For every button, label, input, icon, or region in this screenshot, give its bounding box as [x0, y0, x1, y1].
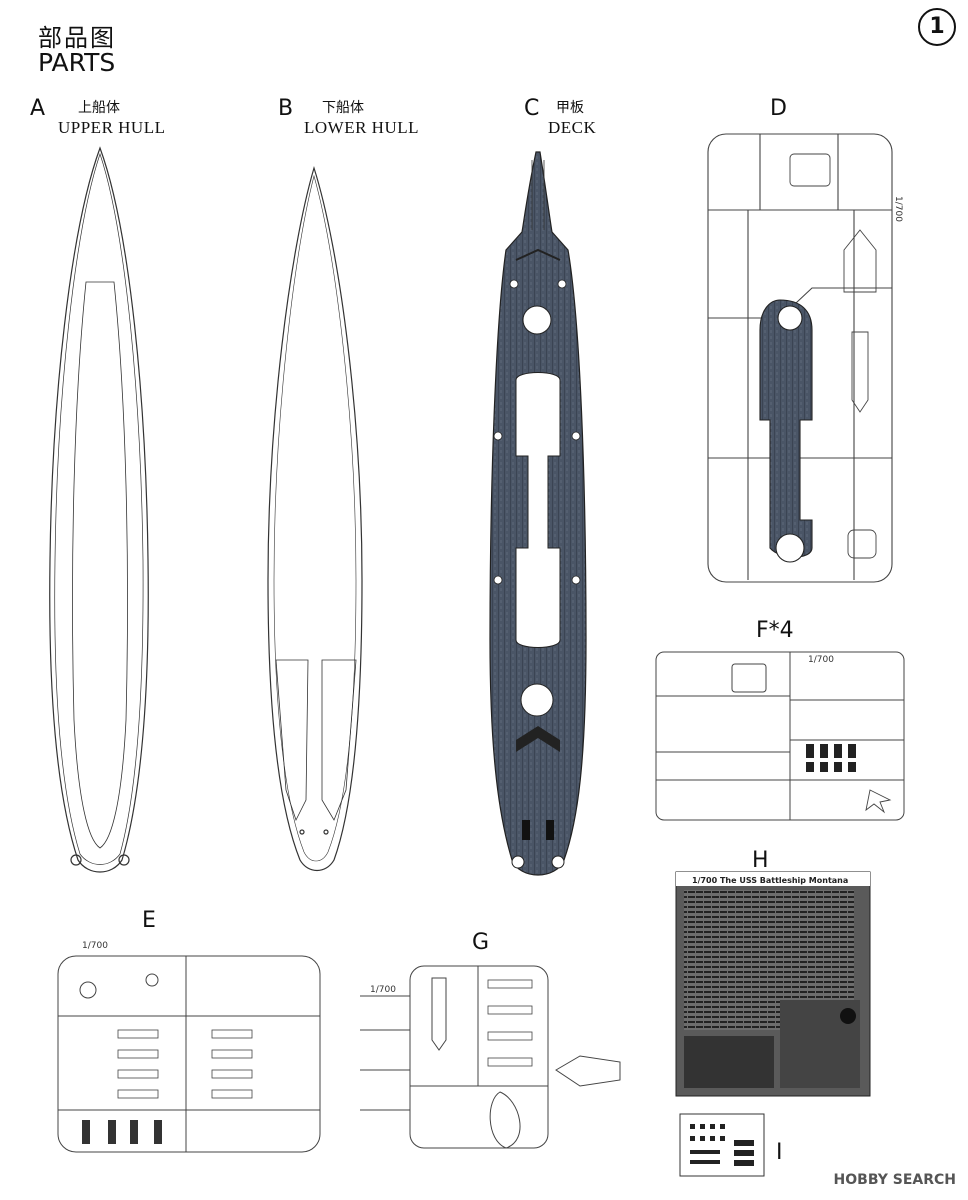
- part-f-letter: F*4: [756, 618, 794, 643]
- sprue-g: 1/700: [360, 965, 621, 1149]
- photo-etch-sheet-title: 1/700 The USS Battleship Montana: [692, 876, 848, 885]
- part-i-letter: I: [776, 1140, 783, 1165]
- sprue-f-scale: 1/700: [808, 655, 834, 665]
- photo-etch-sheet-h: 1/700 The USS Battleship Montana: [675, 871, 871, 1097]
- upper-hull-part: [49, 146, 149, 873]
- sprue-d-scale: 1/700: [893, 196, 903, 222]
- part-c-label-cn: 甲板: [556, 100, 584, 116]
- page-title-en: PARTS: [38, 48, 116, 77]
- part-a-label-en: UPPER HULL: [58, 118, 166, 137]
- deck-part: [489, 151, 587, 876]
- decal-sheet-i: [679, 1113, 765, 1177]
- part-d-letter: D: [770, 96, 787, 121]
- part-b-letter: B: [278, 96, 294, 121]
- part-b-label-en: LOWER HULL: [304, 118, 420, 137]
- sprue-e: 1/700: [57, 941, 321, 1153]
- part-a-label-cn: 上船体: [78, 100, 120, 116]
- part-c-label-en: DECK: [548, 118, 597, 137]
- part-c-letter: C: [524, 96, 540, 121]
- part-a-letter: A: [30, 96, 46, 121]
- sprue-g-scale: 1/700: [370, 985, 396, 995]
- part-g-letter: G: [472, 930, 490, 955]
- part-b-label-cn: 下船体: [322, 100, 364, 116]
- sprue-e-scale: 1/700: [82, 941, 108, 951]
- lower-hull-part: [267, 165, 363, 872]
- sprue-f: 1/700: [655, 651, 905, 821]
- sprue-d: 1/700: [707, 133, 903, 583]
- part-h-letter: H: [752, 848, 769, 873]
- page-number: 1: [918, 8, 956, 46]
- part-e-letter: E: [142, 908, 156, 933]
- watermark: HOBBY SEARCH: [833, 1172, 956, 1188]
- page-title-cn: 部品图: [38, 24, 116, 52]
